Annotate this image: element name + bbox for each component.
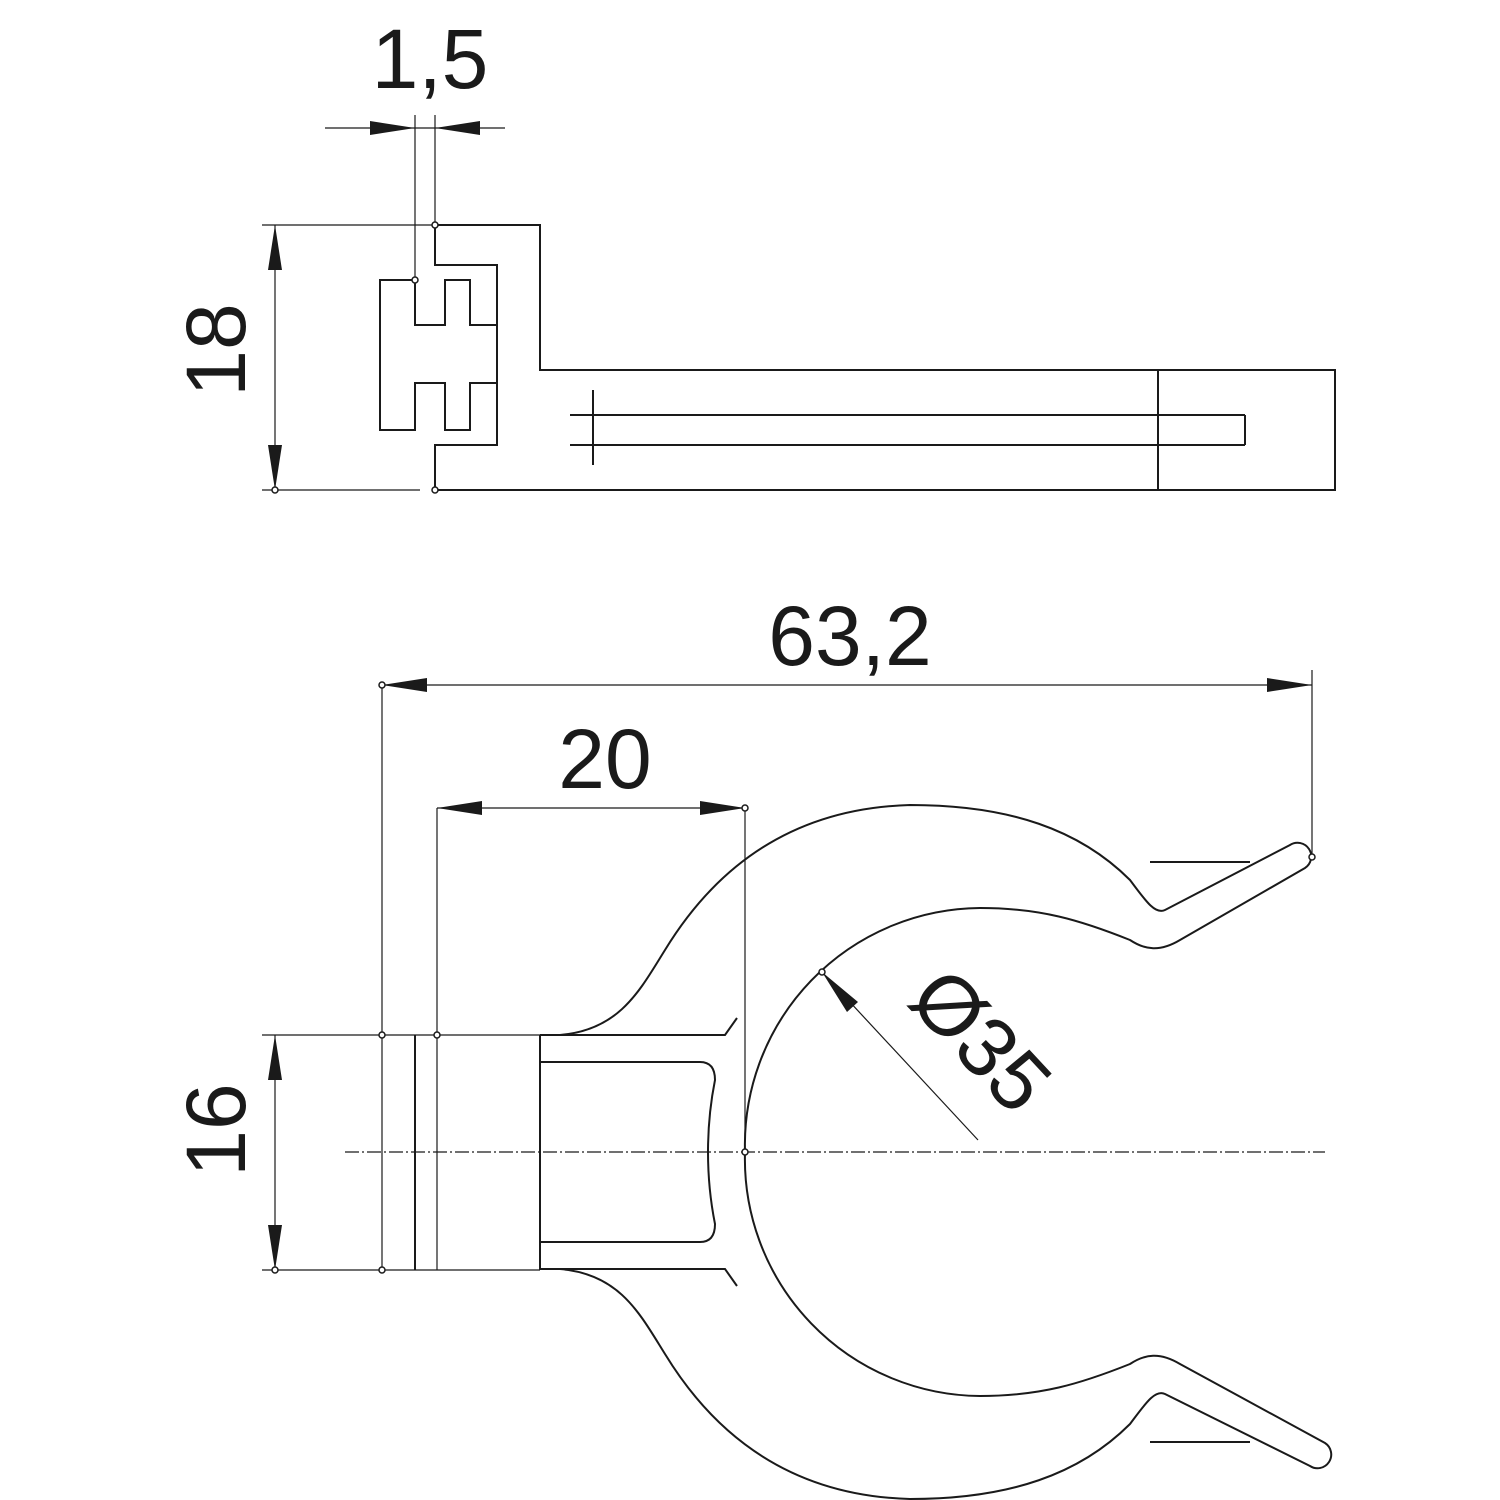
- arrow-icon: [268, 1225, 282, 1270]
- dim-overall-length-label: 63,2: [768, 589, 932, 683]
- dim-neck-length-label: 20: [558, 712, 651, 806]
- dim-base-height-label: 16: [169, 1083, 263, 1176]
- point-marker: [431, 486, 439, 494]
- clip-lower-jaw: [540, 1151, 1333, 1500]
- point-marker: [271, 1266, 279, 1274]
- arrow-icon: [1267, 678, 1312, 692]
- point-marker: [378, 1031, 386, 1039]
- top-view: 1,5 18: [169, 12, 1336, 494]
- point-marker: [431, 221, 439, 229]
- point-marker: [378, 1266, 386, 1274]
- arrow-icon: [268, 225, 282, 270]
- dim-diameter-label: Ø35: [893, 950, 1070, 1130]
- point-marker: [818, 968, 826, 976]
- part-top-outline: [379, 224, 1336, 491]
- arrow-icon: [268, 1035, 282, 1080]
- arrow-icon: [700, 801, 745, 815]
- point-marker: [741, 804, 749, 812]
- point-marker: [741, 1148, 749, 1156]
- arrow-icon: [435, 121, 480, 135]
- point-marker: [271, 486, 279, 494]
- arrow-icon: [382, 678, 427, 692]
- dim-height-label: 18: [169, 303, 263, 396]
- arrow-icon: [268, 445, 282, 490]
- arrow-icon: [822, 972, 858, 1012]
- clip-upper-jaw: [540, 803, 1313, 1153]
- point-marker: [378, 681, 386, 689]
- point-marker: [411, 276, 419, 284]
- point-marker: [433, 1031, 441, 1039]
- arrow-icon: [370, 121, 415, 135]
- arrow-icon: [437, 801, 482, 815]
- front-view: 63,2 20 16 Ø35: [169, 589, 1333, 1500]
- point-marker: [1308, 853, 1316, 861]
- dim-thickness-label: 1,5: [372, 12, 489, 106]
